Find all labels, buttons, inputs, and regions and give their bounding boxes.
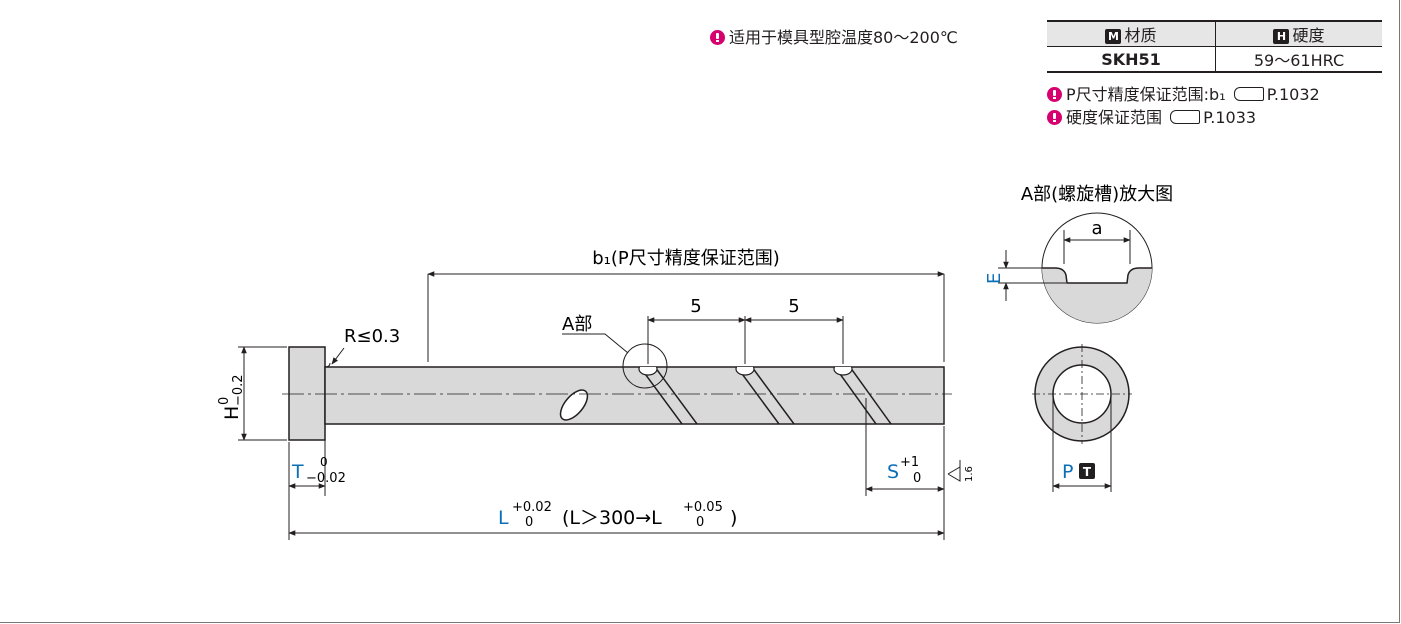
page-ref-icon — [1233, 87, 1264, 101]
l-label: L — [498, 507, 509, 529]
groove-width-label: a — [1091, 218, 1102, 239]
t-tol-upper: 0 — [320, 455, 328, 469]
spiral-grooves — [559, 367, 892, 424]
material-value: SKH51 — [1047, 46, 1216, 73]
hardness-icon: H — [1273, 29, 1290, 44]
h-tol-upper: 0 — [217, 397, 232, 405]
l-tol-lower: 0 — [525, 515, 533, 530]
a-part-label: A部 — [562, 314, 592, 335]
h-label: H — [221, 406, 243, 420]
s-tol-lower: 0 — [913, 471, 921, 486]
s-label: S — [887, 461, 899, 483]
hardness-page-link[interactable]: P.1033 — [1203, 108, 1257, 127]
groove-profile — [1042, 267, 1152, 323]
material-header-label: 材质 — [1124, 26, 1157, 45]
pin-head — [288, 346, 326, 441]
detail-title: A部(螺旋槽)放大图 — [1021, 184, 1173, 205]
roughness-value: 1.6 — [964, 466, 975, 482]
p-accuracy-page-link[interactable]: P.1032 — [1266, 85, 1320, 104]
b1-label: b₁(P尺寸精度保证范围) — [592, 248, 780, 269]
pin-shaft — [324, 366, 945, 425]
pitch-label-1: 5 — [690, 296, 701, 317]
hardness-value: 59～61HRC — [1215, 46, 1382, 73]
temperature-note-text: 适用于模具型腔温度80～200℃ — [729, 28, 958, 47]
roughness-symbol — [947, 466, 961, 482]
groove-depth-label: E — [984, 273, 1005, 284]
l-close: ) — [730, 507, 737, 529]
l-tol-upper2: +0.05 — [683, 500, 723, 515]
t-label: T — [291, 461, 304, 483]
pitch-label-2: 5 — [788, 296, 799, 317]
caution-icon — [1047, 110, 1062, 125]
p-label: P — [1062, 461, 1073, 483]
l-condition: (L＞300→L — [562, 507, 662, 529]
a-part-circle — [622, 343, 668, 389]
p-accuracy-text: P尺寸精度保证范围:b₁ — [1066, 85, 1226, 104]
caution-icon — [710, 30, 725, 45]
l-tol-upper: +0.02 — [512, 500, 552, 515]
radius-label: R≤0.3 — [344, 326, 400, 347]
hardness-range-note: 硬度保证范围 P.1033 — [1047, 104, 1256, 128]
temperature-note: 适用于模具型腔温度80～200℃ — [710, 24, 958, 48]
a-part-leader — [562, 333, 629, 354]
page-ref-icon — [1170, 110, 1201, 124]
s-tol-upper: +1 — [900, 455, 919, 470]
t-tol-lower: −0.02 — [306, 471, 346, 486]
p-accuracy-note: P尺寸精度保证范围:b₁ P.1032 — [1047, 81, 1320, 105]
p-badge-icon — [1079, 463, 1095, 479]
hardness-header-label: 硬度 — [1292, 26, 1325, 45]
p-badge-text: T — [1083, 465, 1092, 479]
material-icon: M — [1105, 29, 1122, 44]
l-tol-lower2: 0 — [696, 515, 704, 530]
hardness-range-text: 硬度保证范围 — [1066, 108, 1163, 127]
head-fillet — [324, 362, 331, 368]
h-tol-lower: −0.2 — [231, 374, 246, 406]
caution-icon — [1047, 87, 1062, 102]
